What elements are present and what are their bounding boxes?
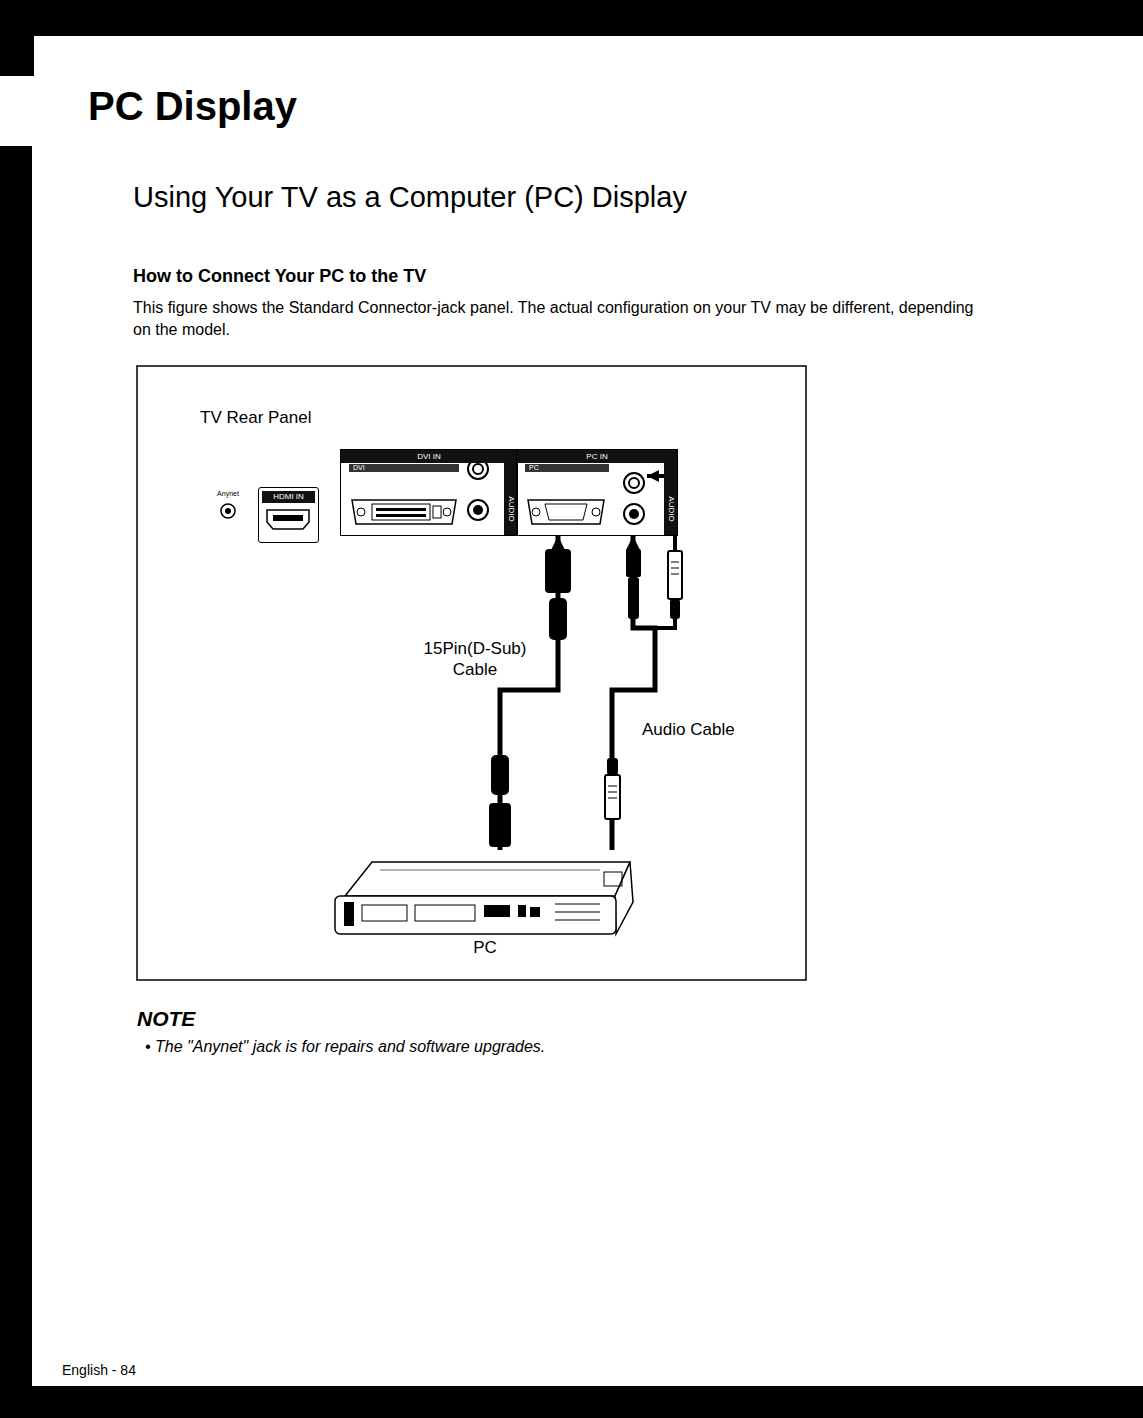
pc-laptop-part: [380, 870, 600, 871]
dsub-connector: [528, 500, 604, 524]
page-bars-part: [0, 0, 34, 76]
figure-frame: [137, 366, 806, 980]
pc-laptop-part: [555, 920, 600, 921]
dsub-connector-part: [528, 500, 604, 524]
note-text: • The "Anynet" jack is for repairs and s…: [145, 1037, 545, 1056]
dvi-connector-part: [433, 506, 441, 518]
pc-laptop-part: [335, 896, 616, 934]
pc-laptop-part: [555, 904, 600, 905]
connector-label: DVI: [349, 464, 459, 472]
audio-strip: AUDIO: [504, 463, 517, 535]
audio-plug-part: [605, 775, 620, 819]
audio-plug-part: [668, 551, 682, 599]
audio-plug-part: [670, 599, 680, 619]
device-label: PC: [330, 938, 640, 958]
anynet-jack-part: [221, 504, 235, 518]
pc-laptop-part: [345, 862, 630, 896]
dsub-plug-part: [491, 755, 509, 795]
pc-computer: PC: [330, 850, 640, 958]
pc-laptop-part: [415, 905, 475, 921]
pc-laptop-part: [530, 907, 540, 917]
cable-label: 15Pin(D-Sub) Cable: [410, 638, 540, 681]
connector-label: PC: [525, 464, 609, 472]
port-label: HDMI IN: [262, 491, 315, 503]
pc-laptop-part: [484, 905, 510, 917]
audio-strip: AUDIO: [664, 463, 677, 535]
page-title: PC Display: [88, 84, 297, 129]
pc-laptop-part: [362, 905, 407, 921]
pc-laptop-part: [604, 872, 622, 886]
audio-label: AUDIO: [666, 496, 676, 521]
dsub-plug-part: [549, 598, 567, 640]
pc-input-panel: PC INPC AUDIO: [516, 449, 678, 536]
dsub-plug: [489, 549, 571, 847]
audio-plug-part: [671, 568, 679, 569]
dvi-connector: [352, 500, 456, 524]
pc-laptop: [335, 862, 633, 934]
dsub-plug-part: [545, 549, 571, 593]
page-bars-part: [0, 0, 1143, 36]
dvi-connector-part: [352, 500, 456, 524]
pc-audio-jacks-part: [629, 509, 639, 519]
pc-audio-jacks-part: [624, 473, 644, 493]
audio-plug-part: [671, 574, 679, 575]
dsub-plug-part: [489, 803, 511, 847]
dvi-connector-part: [376, 514, 426, 517]
note-heading: NOTE: [137, 1006, 195, 1031]
pc-laptop-part: [344, 902, 354, 926]
dvi-audio-jacks: [468, 459, 488, 520]
dvi-connector-part: [357, 508, 365, 516]
audio-plug-part: [671, 562, 679, 563]
pc-laptop-part: [518, 905, 526, 917]
anynet-jack-part: [225, 508, 231, 514]
audio-plug-part: [607, 758, 618, 775]
pc-audio-jacks-part: [624, 504, 644, 524]
dvi-connector-part: [443, 508, 451, 516]
page-bars-part: [0, 146, 32, 1418]
panel-header: PC IN: [517, 450, 677, 463]
audio-plug-part: [626, 549, 641, 577]
dvi-audio-jacks-part: [468, 500, 488, 520]
dvi-audio-jacks-part: [473, 464, 483, 474]
audio-label: AUDIO: [506, 496, 516, 521]
audio-plug-part: [628, 577, 639, 619]
subheading: How to Connect Your PC to the TV: [133, 266, 426, 288]
dvi-connector-part: [372, 504, 430, 520]
cable-label: Audio Cable: [642, 719, 752, 740]
audio-plug-part: [608, 798, 617, 799]
dsub-connector-part: [545, 504, 587, 520]
page-number: English - 84: [62, 1362, 136, 1379]
page-bars-part: [0, 1386, 1143, 1418]
anynet-jack: [221, 504, 235, 518]
hdmi-port-box: HDMI IN: [258, 487, 319, 543]
pc-laptop-part: [615, 862, 633, 934]
dvi-audio-jacks-part: [473, 505, 483, 515]
audio-plug-part: [608, 786, 617, 787]
dvi-audio-jacks-part: [468, 459, 488, 479]
audio-plug-part: [608, 792, 617, 793]
hdmi-port-part: [273, 515, 303, 521]
dvi-connector-part: [376, 508, 426, 511]
section-heading: Using Your TV as a Computer (PC) Display: [133, 180, 687, 215]
dsub-connector-part: [532, 508, 540, 516]
hdmi-port: [267, 510, 309, 529]
pc-laptop-part: [555, 912, 600, 913]
dvi-input-panel: DVI INDVI AUDIO: [340, 449, 518, 536]
pc-audio-jacks: [624, 473, 644, 524]
hdmi-port-part: [267, 510, 309, 529]
audio-plug: [605, 549, 682, 819]
panel-header: DVI IN: [341, 450, 517, 463]
intro-paragraph: This figure shows the Standard Connector…: [133, 297, 993, 342]
jack-label: Anynet: [208, 490, 248, 498]
dsub-connector-part: [592, 508, 600, 516]
pc-audio-jacks-part: [629, 478, 639, 488]
figure-label: TV Rear Panel: [200, 408, 312, 428]
